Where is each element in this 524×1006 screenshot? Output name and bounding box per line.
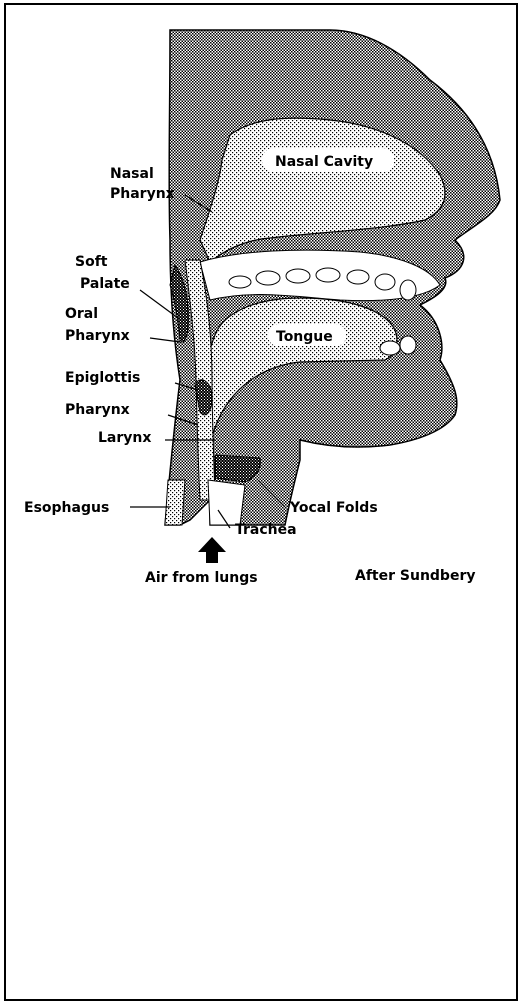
- label-soft-palate-line2: Palate: [80, 276, 130, 292]
- label-nasal-pharynx-line1: Nasal: [110, 166, 154, 182]
- label-oral-pharynx-line2: Pharynx: [65, 328, 130, 344]
- up-arrow-icon: [198, 537, 226, 563]
- label-nasal-cavity: Nasal Cavity: [275, 154, 373, 170]
- label-credit: After Sundbery: [355, 568, 475, 584]
- label-pharynx: Pharynx: [65, 402, 130, 418]
- label-oral-pharynx-line1: Oral: [65, 306, 98, 322]
- label-vocal-folds: Yocal Folds: [289, 500, 378, 516]
- label-larynx: Larynx: [98, 430, 151, 446]
- trachea-tube: [208, 480, 245, 525]
- label-soft-palate-line1: Soft: [75, 254, 108, 270]
- label-esophagus: Esophagus: [24, 500, 109, 516]
- label-nasal-pharynx-line2: Pharynx: [110, 186, 175, 202]
- label-trachea: Trachea: [235, 522, 297, 538]
- label-air-from-lungs: Air from lungs: [145, 570, 258, 586]
- label-epiglottis: Epiglottis: [65, 370, 140, 386]
- label-tongue: Tongue: [276, 329, 333, 345]
- esophagus-tube: [165, 480, 185, 525]
